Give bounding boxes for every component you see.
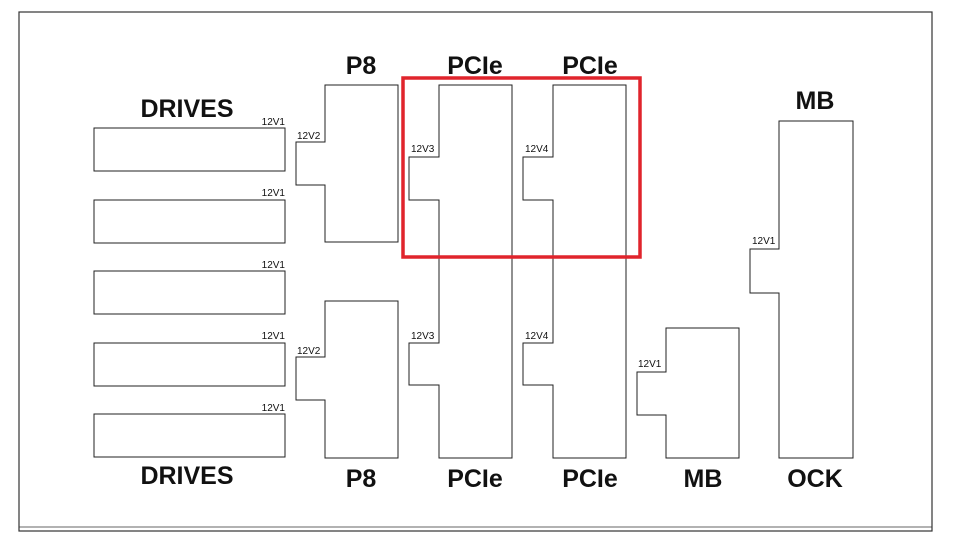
drive-4-rail-label: 12V1 [262, 331, 286, 342]
highlight-box [401, 76, 642, 259]
drives-bottom-label: DRIVES [140, 462, 233, 490]
drives-top-label: DRIVES [140, 95, 233, 123]
p8-top-rail-label: 12V2 [297, 131, 321, 142]
p8-bottom-label: P8 [346, 465, 377, 493]
pcie-right-connector [522, 84, 627, 459]
pcie-left-connector [408, 84, 513, 459]
drive-connector-2 [93, 199, 286, 244]
pcie-bottom-left-label: PCIe [447, 465, 503, 493]
pcie-right-top-rail-label: 12V4 [525, 144, 549, 155]
drive-2-rail-label: 12V1 [262, 188, 286, 199]
pcie-top-right-label: PCIe [562, 52, 618, 80]
p8-connector-top [295, 84, 399, 243]
ock-rail-label: 12V1 [752, 236, 776, 247]
drive-3-rail-label: 12V1 [262, 260, 286, 271]
drive-connector-4 [93, 342, 286, 387]
panel-frame [18, 11, 933, 532]
mb-small-connector [636, 327, 740, 459]
pcie-bottom-right-label: PCIe [562, 465, 618, 493]
p8-top-label: P8 [346, 52, 377, 80]
ock-label: OCK [787, 465, 843, 493]
pcie-right-bottom-rail-label: 12V4 [525, 331, 549, 342]
drive-connector-3 [93, 270, 286, 315]
drive-connector-1 [93, 127, 286, 172]
pcie-left-top-rail-label: 12V3 [411, 144, 435, 155]
mb-top-label: MB [796, 87, 835, 115]
drive-1-rail-label: 12V1 [262, 117, 286, 128]
pcie-left-bottom-rail-label: 12V3 [411, 331, 435, 342]
mb-bottom-label: MB [684, 465, 723, 493]
drive-connector-5 [93, 413, 286, 458]
p8-connector-bottom [295, 300, 399, 459]
mb-small-rail-label: 12V1 [638, 359, 662, 370]
p8-bottom-rail-label: 12V2 [297, 346, 321, 357]
mb-main-connector [749, 120, 854, 459]
pcie-top-left-label: PCIe [447, 52, 503, 80]
drive-5-rail-label: 12V1 [262, 403, 286, 414]
